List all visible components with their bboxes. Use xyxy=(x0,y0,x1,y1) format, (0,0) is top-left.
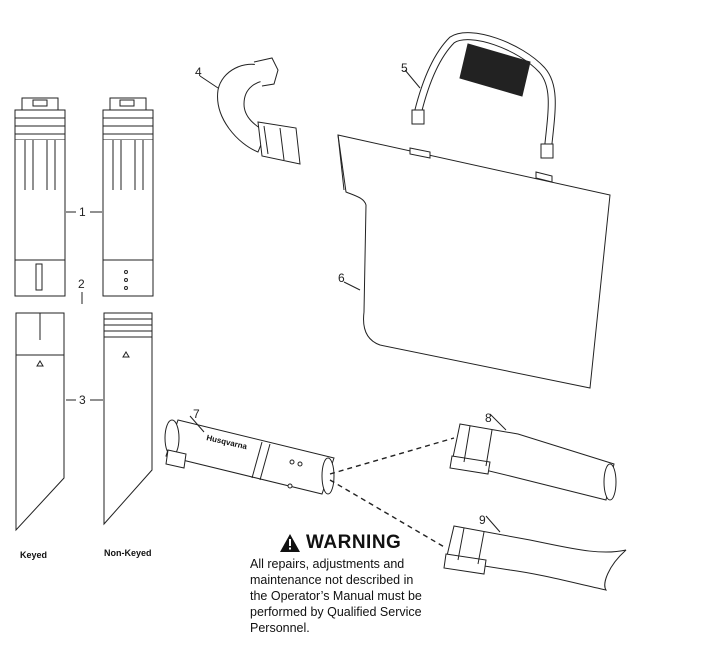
straight-nozzle xyxy=(449,413,617,501)
keyed-tube-upper xyxy=(14,97,66,297)
callout-7: 7 xyxy=(193,407,200,421)
connection-lines xyxy=(329,437,455,549)
debris-bag xyxy=(337,134,611,389)
warning-icon xyxy=(280,534,300,552)
callout-9: 9 xyxy=(479,513,486,527)
callout-4: 4 xyxy=(195,65,202,79)
warning-line: performed by Qualified Service xyxy=(250,605,422,619)
callout-3: 3 xyxy=(79,393,86,407)
callout-5: 5 xyxy=(401,61,408,75)
warning-line: the Operator’s Manual must be xyxy=(250,589,422,603)
warning-text: All repairs, adjustments and maintenance… xyxy=(250,556,460,636)
warning-line: All repairs, adjustments and xyxy=(250,557,405,571)
callout-1: 1 xyxy=(79,205,86,219)
warning-title: WARNING xyxy=(306,532,402,553)
warning-line: maintenance not described in xyxy=(250,573,414,587)
callout-leaders-left xyxy=(66,211,103,401)
keyed-tube-lower xyxy=(15,312,65,532)
blower-tube xyxy=(164,415,335,495)
part-numbers: 1 2 3 4 5 6 7 8 9 xyxy=(78,61,492,527)
keyed-label: Keyed xyxy=(20,550,47,560)
callout-6: 6 xyxy=(338,271,345,285)
elbow-tube xyxy=(199,57,301,165)
warning-notice: WARNING All repairs, adjustments and mai… xyxy=(250,532,460,636)
curved-nozzle xyxy=(443,515,627,591)
non-keyed-tube-lower xyxy=(103,312,153,526)
warning-line: Personnel. xyxy=(250,621,310,635)
callout-2: 2 xyxy=(78,277,85,291)
non-keyed-tube-upper xyxy=(102,97,154,297)
shoulder-strap xyxy=(404,32,556,159)
warning-header: WARNING xyxy=(250,532,460,554)
non-keyed-label: Non-Keyed xyxy=(104,548,152,558)
callout-8: 8 xyxy=(485,411,492,425)
